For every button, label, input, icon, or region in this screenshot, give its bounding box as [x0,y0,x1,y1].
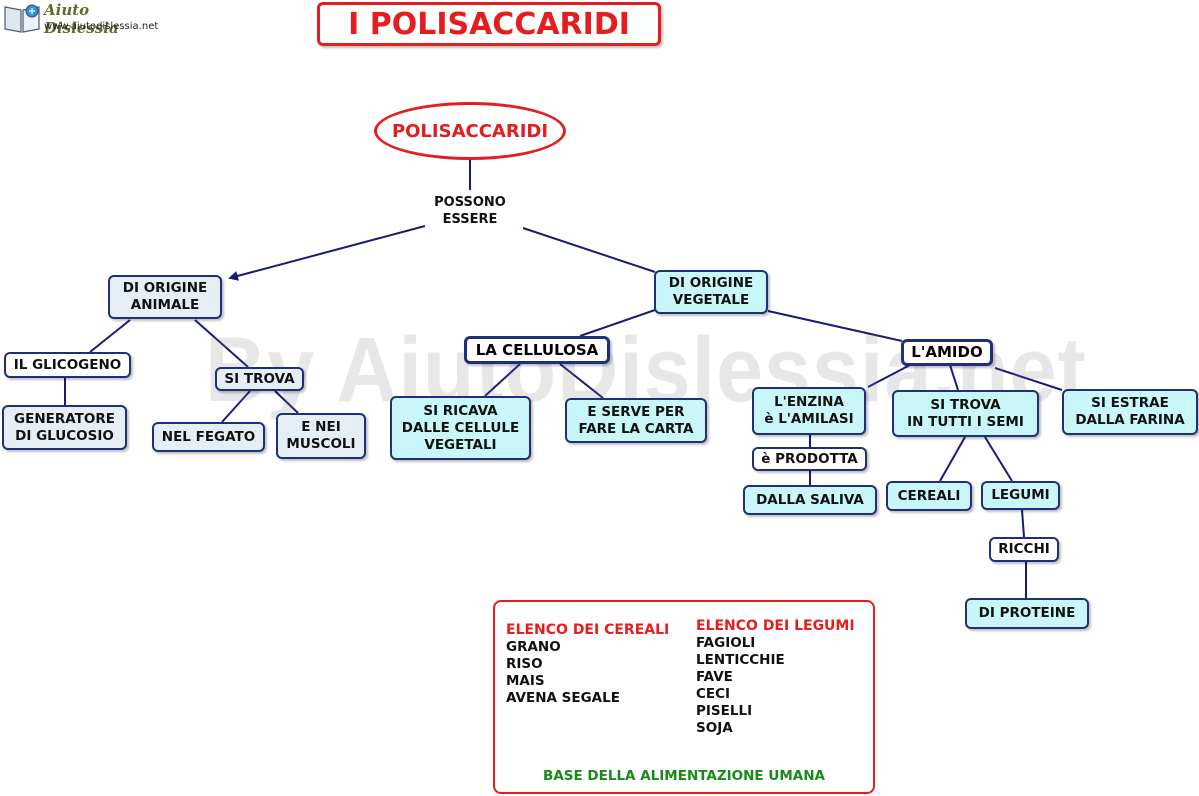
logo: Aiuto Dislessia www.aiutodislessia.net [0,0,160,37]
list-item: CECI [696,686,731,702]
link-animale-sitrova [194,319,249,368]
node-serve-carta: E SERVE PER FARE LA CARTA [565,398,707,443]
link-sitrova-muscoli [274,390,299,414]
list-item: GRANO [506,639,561,655]
node-dalla-saliva: DALLA SALIVA [743,485,877,515]
link-vegetale-cellulosa [579,309,656,337]
link-possono-animale [228,225,426,281]
node-enzina-amilasi: L'ENZINA è L'AMILASI [752,387,866,435]
cereali-list: ELENCO DEI CEREALI GRANO RISO MAIS AVENA… [506,622,669,707]
node-generatore-glucosio: GENERATORE DI GLUCOSIO [2,405,127,450]
node-si-trova-animale: SI TROVA [215,367,304,391]
node-origine-animale: DI ORIGINE ANIMALE [108,275,222,319]
link-amido-farina [994,367,1063,391]
book-logo-icon [4,4,40,33]
list-item: FAGIOLI [696,635,756,651]
link-semi-cereali [939,436,966,482]
list-item: LENTICCHIE [696,652,785,668]
link-possono-vegetale [522,227,656,273]
node-origine-vegetale: DI ORIGINE VEGETALE [654,270,768,314]
node-amido: L'AMIDO [901,339,993,366]
link-vegetale-amido [767,310,903,342]
link-animale-glicogeno [89,319,131,353]
node-e-nei-muscoli: E NEI MUSCOLI [276,413,366,459]
node-di-proteine: DI PROTEINE [965,598,1089,629]
link-cellulosa-carta [559,363,604,399]
logo-name: Aiuto Dislessia [44,1,119,37]
link-label-possono-essere: POSSONO ESSERE [434,195,506,227]
link-cellulosa-ricava [484,363,521,397]
node-legumi: LEGUMI [981,481,1060,510]
cereali-list-title: ELENCO DEI CEREALI [506,622,670,638]
link-amido-semi [949,364,959,391]
lists-panel: ELENCO DEI CEREALI GRANO RISO MAIS AVENA… [493,600,875,794]
legumi-list-title: ELENCO DEI LEGUMI [696,618,855,634]
node-ricchi: RICCHI [989,537,1059,562]
node-nel-fegato: NEL FEGATO [152,422,265,452]
node-si-ricava: SI RICAVA DALLE CELLULE VEGETALI [390,396,531,460]
list-item: SOJA [696,720,733,736]
node-la-cellulosa: LA CELLULOSA [464,336,610,364]
node-si-trova-semi: SI TROVA IN TUTTI I SEMI [892,390,1039,437]
page-title: I POLISACCARIDI [317,2,661,46]
lists-footer: BASE DELLA ALIMENTAZIONE UMANA [543,768,825,784]
list-item: AVENA SEGALE [506,690,620,706]
node-prodotta: è PRODOTTA [752,447,867,471]
list-item: RISO [506,656,543,672]
root-concept-polisaccaridi: POLISACCARIDI [374,102,566,160]
link-legumi-ricchi [1021,509,1025,538]
node-glicogeno: IL GLICOGENO [4,352,131,378]
node-dalla-farina: SI ESTRAE DALLA FARINA [1062,389,1198,435]
list-item: MAIS [506,673,545,689]
link-amido-enzina [867,364,911,388]
logo-url: www.aiutodislessia.net [44,21,159,32]
list-item: FAVE [696,669,733,685]
link-semi-legumi [984,436,1013,482]
list-item: PISELLI [696,703,753,719]
link-sitrova-fegato [221,390,251,423]
legumi-list: ELENCO DEI LEGUMI FAGIOLI LENTICCHIE FAV… [696,618,855,737]
node-cereali: CEREALI [886,481,972,511]
